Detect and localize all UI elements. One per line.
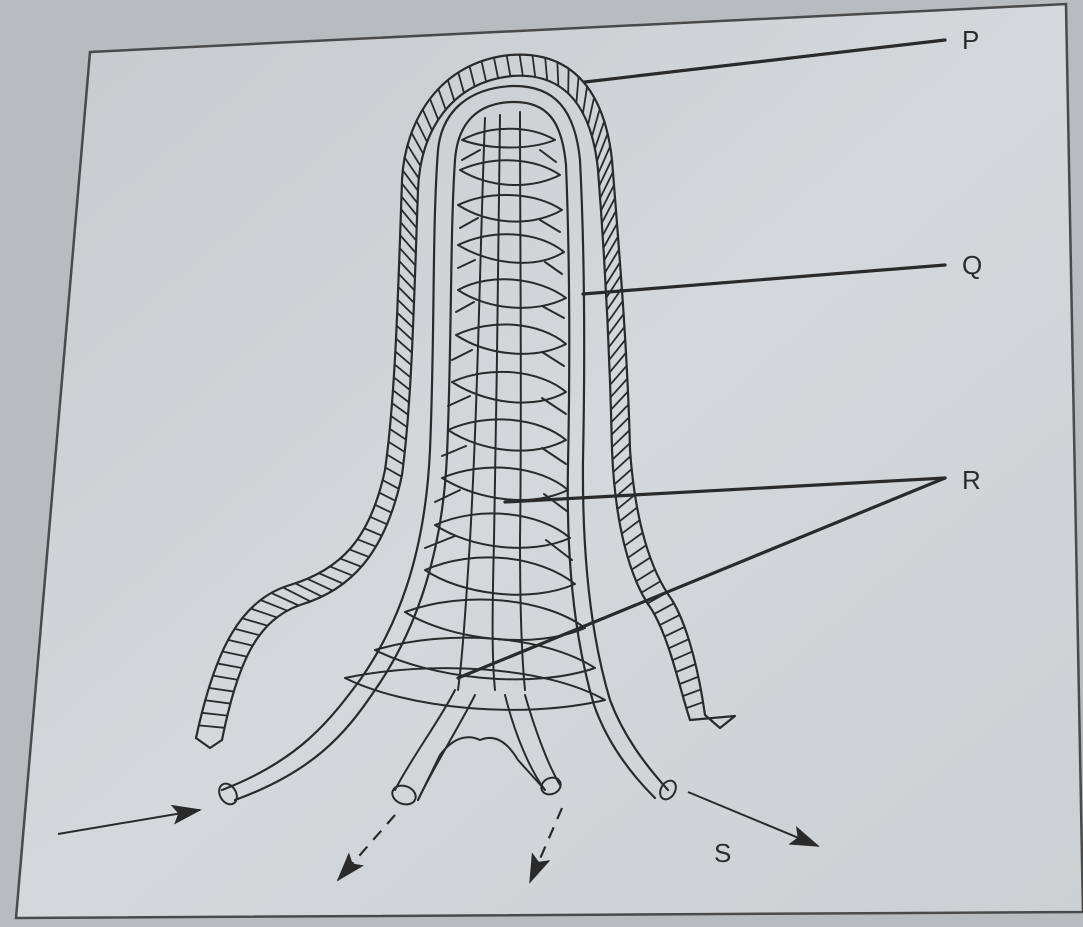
label-p: P [962,25,979,55]
label-r: R [962,465,981,495]
label-s: S [714,838,731,868]
label-q: Q [962,250,982,280]
epithelial-cell-divider [557,62,558,86]
